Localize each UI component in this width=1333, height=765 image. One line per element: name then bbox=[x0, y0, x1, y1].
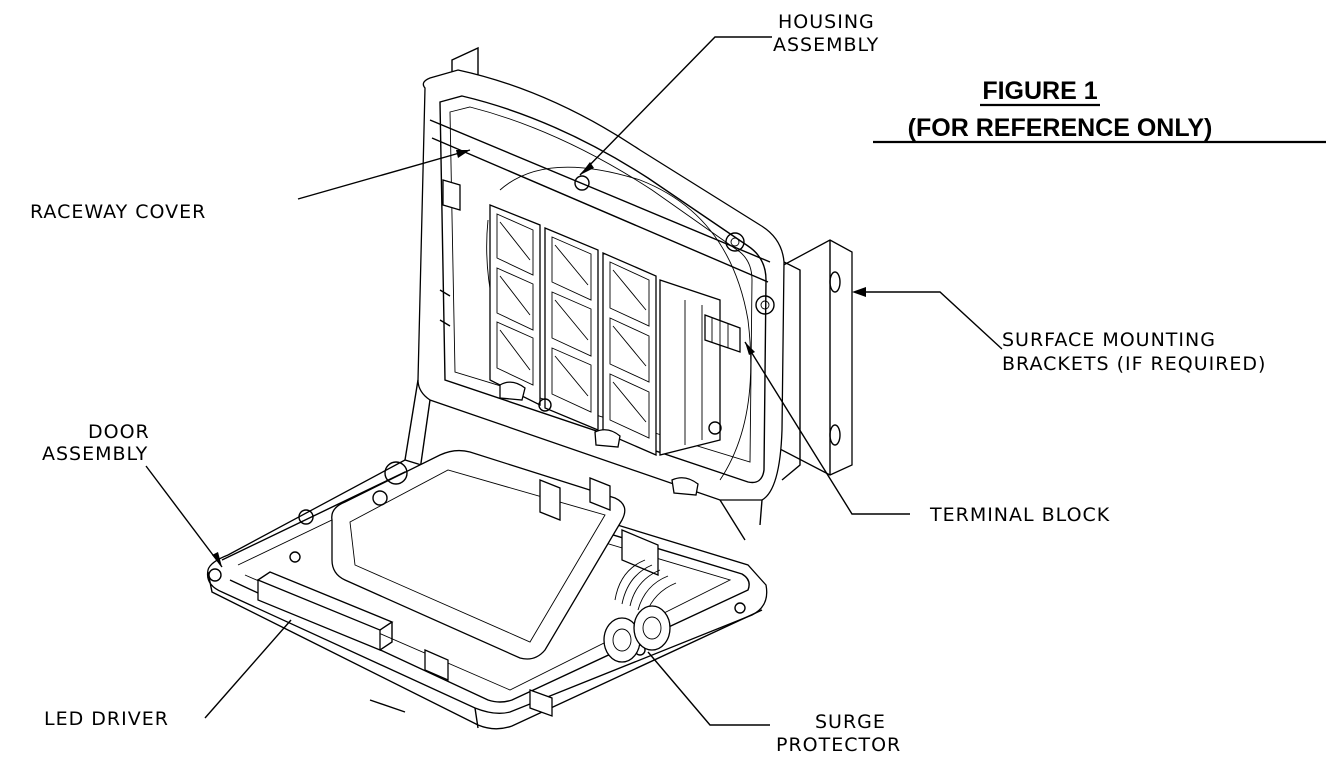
callout-led-driver: LED DRIVER bbox=[44, 708, 169, 730]
callout-door-line2: ASSEMBLY bbox=[42, 443, 148, 465]
figure-title-block: FIGURE 1 (FOR REFERENCE ONLY) bbox=[873, 77, 1326, 144]
leader-lines bbox=[145, 36, 1003, 726]
callout-raceway-cover: RACEWAY COVER bbox=[30, 201, 206, 223]
callout-surge-line1: SURGE bbox=[815, 711, 886, 733]
callout-terminal-block: TERMINAL BLOCK bbox=[929, 504, 1110, 526]
callout-surface-line1: SURFACE MOUNTING bbox=[1002, 329, 1216, 351]
figure-subtitle: (FOR REFERENCE ONLY) bbox=[908, 114, 1213, 142]
callout-labels: HOUSING ASSEMBLY RACEWAY COVER SURFACE M… bbox=[30, 11, 1266, 756]
callout-surge-line2: PROTECTOR bbox=[776, 734, 901, 756]
callout-door-line1: DOOR bbox=[88, 421, 150, 443]
figure-title: FIGURE 1 bbox=[982, 77, 1097, 105]
callout-surface-line2: BRACKETS (IF REQUIRED) bbox=[1002, 353, 1266, 375]
luminaire-assembly-drawing-icon bbox=[206, 46, 853, 730]
callout-housing-line2: ASSEMBLY bbox=[773, 34, 879, 56]
terminal-block-icon bbox=[704, 314, 741, 353]
callout-housing-line1: HOUSING bbox=[778, 11, 875, 33]
led-optic-array bbox=[489, 204, 721, 456]
surge-protector-icon bbox=[603, 559, 677, 663]
led-driver-icon bbox=[257, 571, 394, 651]
